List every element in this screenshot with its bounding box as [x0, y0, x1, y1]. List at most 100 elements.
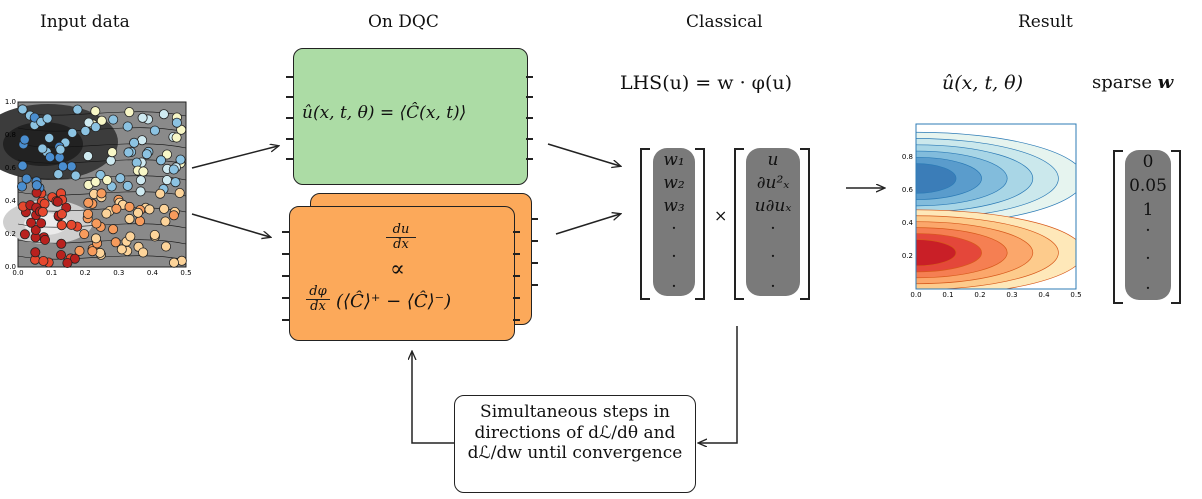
vector-entry: . — [770, 214, 776, 234]
vector-entry: w₃ — [663, 196, 685, 216]
data-point — [56, 209, 67, 220]
vector-entry: . — [770, 272, 776, 292]
y-tick-label: 0.0 — [5, 263, 16, 271]
data-point — [175, 154, 186, 165]
data-point — [44, 133, 55, 144]
equals-sign: = — [374, 103, 400, 123]
data-point — [19, 229, 30, 240]
x-tick-label: 0.3 — [1006, 291, 1017, 299]
data-point — [74, 245, 85, 256]
w-vector-right-bracket — [695, 148, 705, 300]
qubit-tick — [286, 76, 293, 78]
qubit-tick — [513, 253, 520, 255]
data-point — [124, 213, 135, 224]
qubit-tick — [526, 117, 533, 119]
data-point — [125, 231, 136, 242]
data-point — [62, 257, 73, 268]
data-point — [141, 149, 152, 160]
y-tick-label: 0.2 — [5, 230, 16, 238]
data-point — [96, 188, 107, 199]
qubit-tick — [286, 96, 293, 98]
header-result: Result — [1018, 12, 1073, 32]
data-point — [123, 147, 134, 158]
data-point — [171, 117, 182, 128]
data-point — [56, 220, 67, 231]
arrow — [547, 143, 620, 166]
data-point — [37, 143, 48, 154]
data-point — [36, 218, 47, 229]
qubit-tick — [531, 218, 538, 220]
vector-entry: . — [1145, 244, 1151, 264]
parameter-shift-expression: (⟨Ĉ⟩⁺ − ⟨Ĉ⟩⁻) — [336, 291, 452, 312]
fraction-denominator: dx — [310, 299, 326, 314]
qubit-tick — [531, 284, 538, 286]
y-tick-label: 0.4 — [902, 219, 914, 227]
qubit-tick — [513, 231, 520, 233]
x-tick-label: 0.3 — [113, 269, 124, 277]
data-point — [79, 229, 90, 240]
x-tick-label: 0.0 — [12, 269, 23, 277]
data-point — [116, 244, 127, 255]
data-point — [45, 152, 56, 163]
qubit-tick — [526, 96, 533, 98]
fraction-numerator: dφ — [306, 285, 330, 300]
sparse-w-label: sparse w — [1092, 72, 1173, 93]
data-point — [138, 247, 149, 258]
vector-entry: . — [770, 242, 776, 262]
arrow — [699, 326, 738, 443]
data-point — [122, 121, 133, 132]
qubit-tick — [282, 275, 289, 277]
vector-entry: u∂uₓ — [754, 196, 792, 216]
qubit-tick — [282, 297, 289, 299]
vector-entry: ∂u²ₓ — [756, 173, 790, 193]
qubit-tick — [513, 319, 520, 321]
qubit-tick — [286, 117, 293, 119]
w-vector: w₁ w₂ w₃ . . . — [653, 148, 695, 296]
data-point — [30, 247, 41, 258]
proportional-symbol: ∝ — [390, 257, 405, 282]
data-point — [174, 188, 185, 199]
x-tick-label: 0.4 — [147, 269, 159, 277]
data-point — [17, 160, 28, 171]
data-point — [108, 224, 119, 235]
data-point — [91, 233, 102, 244]
w-vector-left-bracket — [640, 148, 650, 300]
data-point — [83, 209, 94, 220]
vector-entry: . — [671, 242, 677, 262]
data-point — [53, 169, 64, 180]
x-tick-label: 0.4 — [1038, 291, 1050, 299]
data-point — [110, 237, 121, 248]
data-point — [135, 175, 146, 186]
y-tick-label: 1.0 — [5, 98, 16, 106]
vector-entry: . — [671, 272, 677, 292]
data-point — [66, 219, 77, 230]
multiply-sign: × — [714, 206, 728, 225]
loop-box-line: dℒ/dw until convergence — [467, 443, 683, 464]
data-point — [38, 255, 49, 266]
vector-entry: u — [767, 150, 779, 170]
data-point — [90, 122, 101, 133]
fraction-denominator: dx — [393, 237, 409, 252]
x-tick-label: 0.1 — [942, 291, 953, 299]
y-tick-label: 0.2 — [902, 252, 913, 260]
du-dx-fraction: du dx — [386, 223, 416, 252]
data-point — [56, 238, 67, 249]
plot-mask — [896, 289, 1096, 305]
loop-box-line: Simultaneous steps in — [480, 402, 670, 422]
data-point — [144, 204, 155, 215]
sparse-vector: 0 0.05 1 . . . — [1125, 150, 1171, 300]
qubit-tick — [286, 138, 293, 140]
x-tick-label: 0.2 — [80, 269, 91, 277]
arrow — [555, 214, 620, 235]
data-point — [149, 125, 160, 136]
data-point — [19, 134, 30, 145]
arrow — [191, 213, 270, 237]
vector-entry: 0.05 — [1129, 176, 1167, 196]
data-point — [124, 107, 135, 118]
contour-line — [17, 143, 187, 149]
y-tick-label: 0.8 — [902, 153, 913, 161]
expectation-formula: û(x, t, θ) = ⟨Ĉ(x, t)⟩ — [302, 103, 466, 123]
data-point — [90, 176, 101, 187]
data-point — [40, 234, 51, 245]
data-point — [67, 127, 78, 138]
